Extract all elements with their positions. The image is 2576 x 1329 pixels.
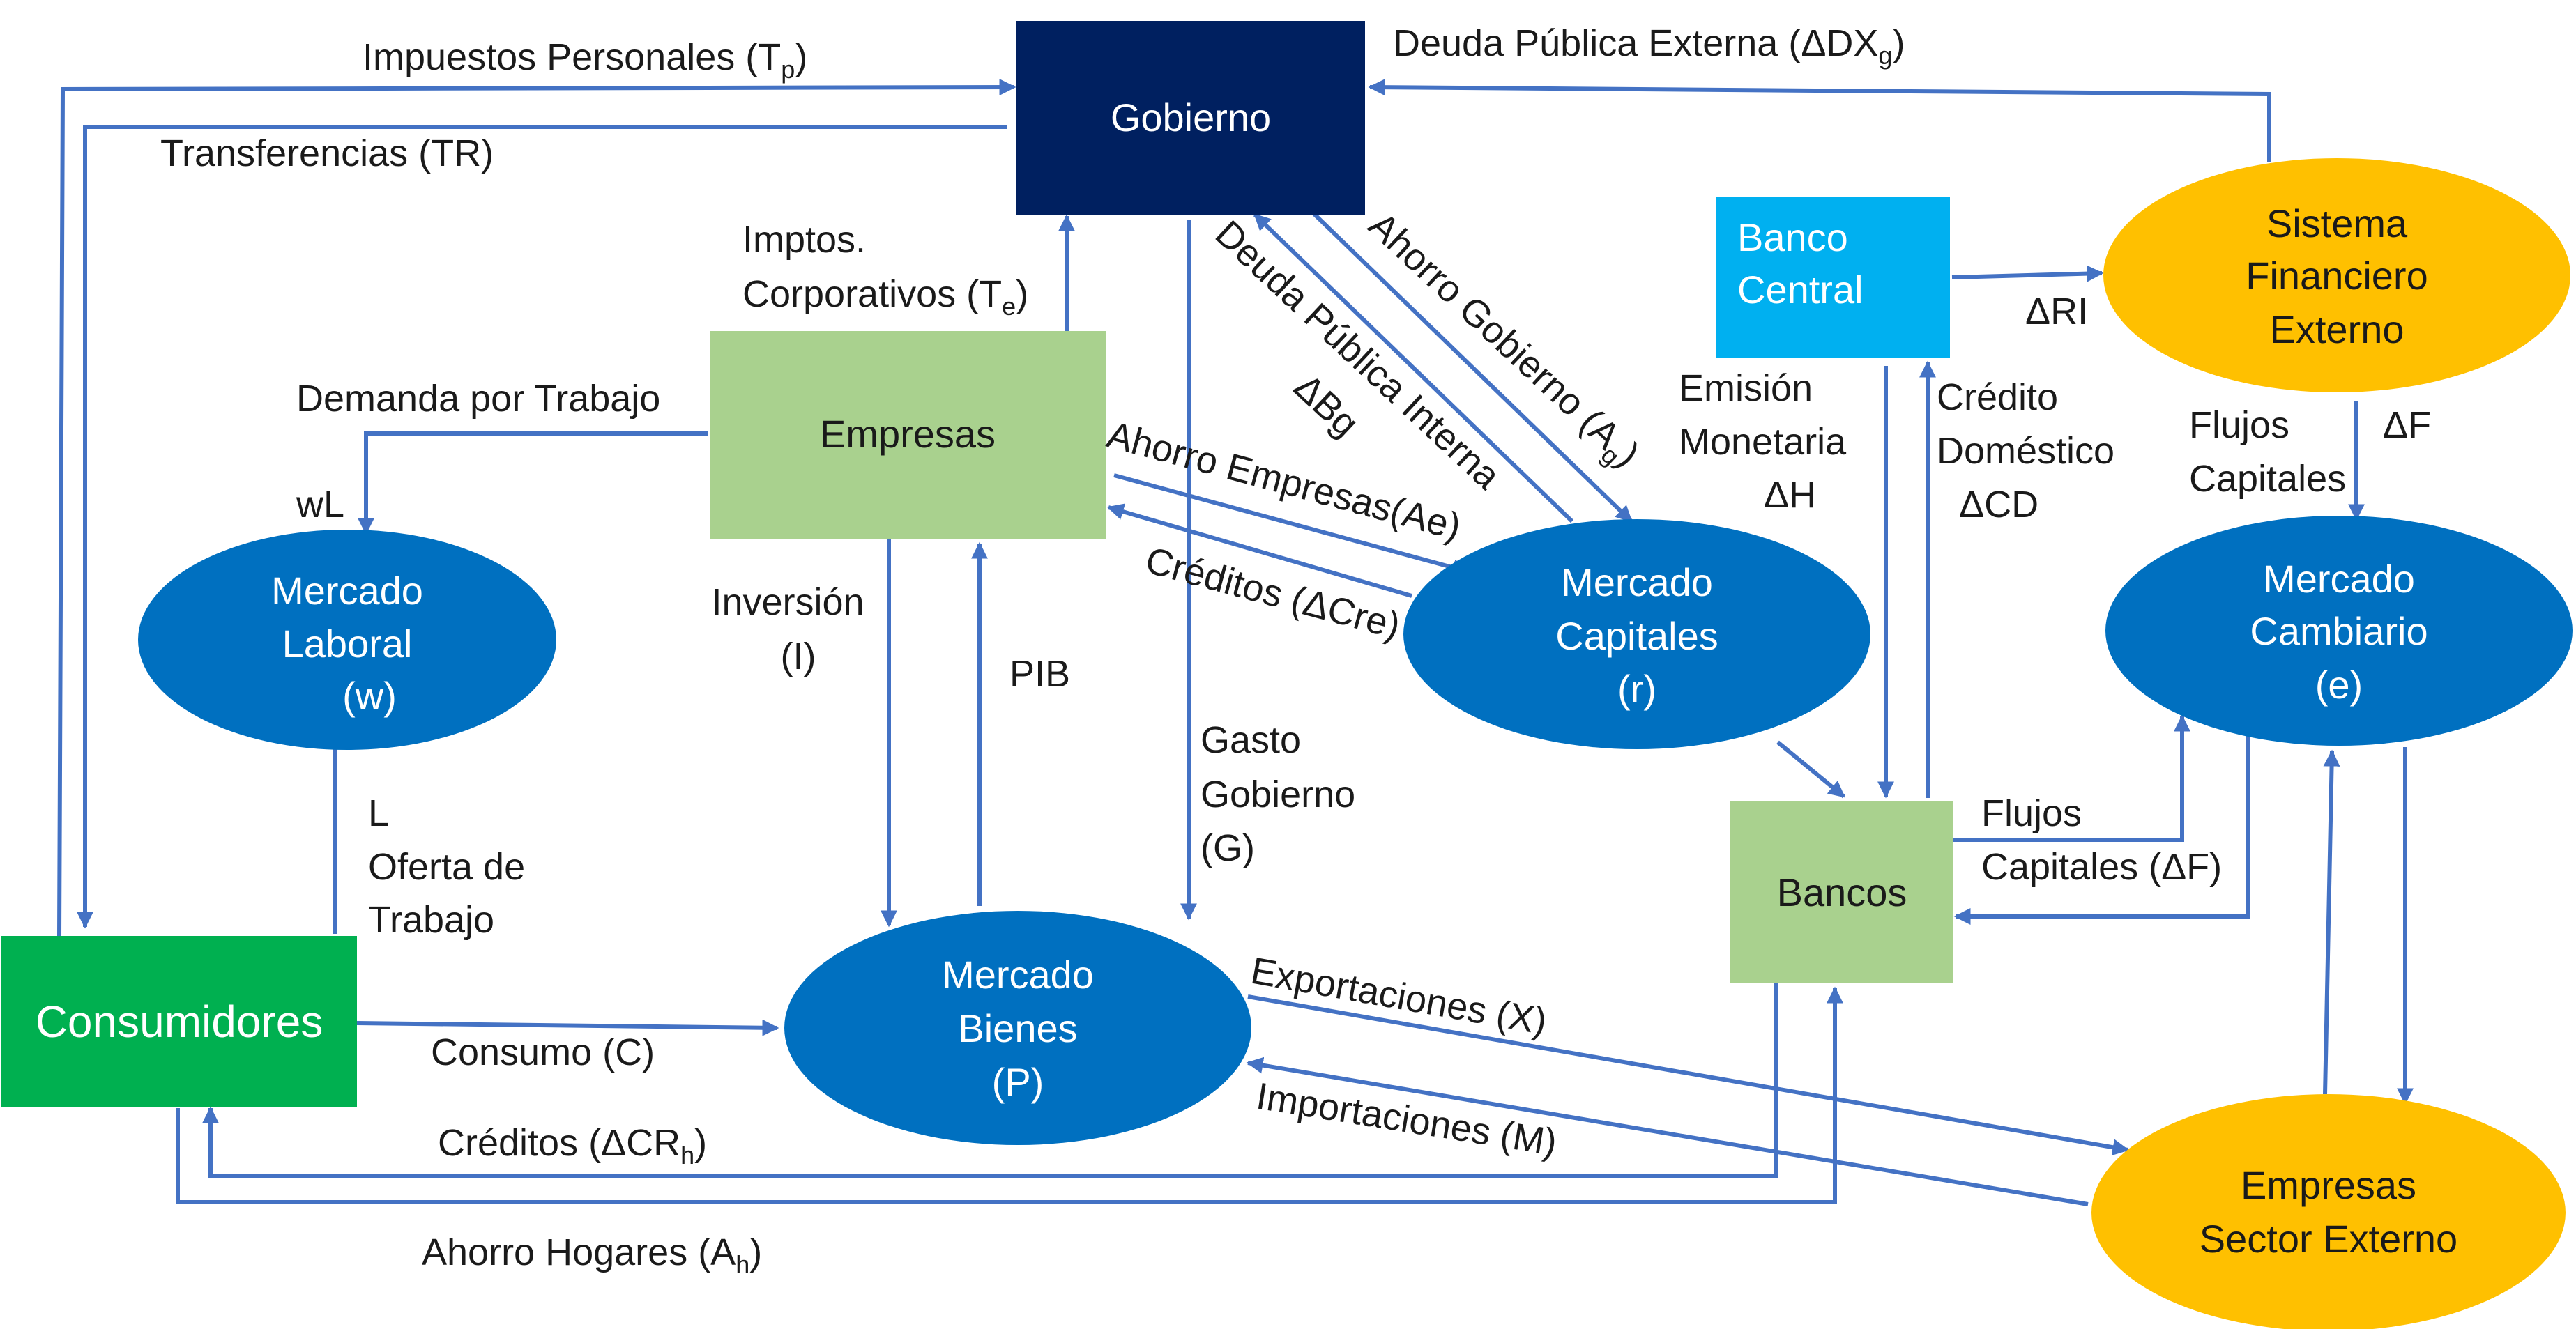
node-mercado-bienes[interactable]: Mercado Bienes (P) [784,911,1251,1145]
node-empresas-label: Empresas [820,412,996,456]
label-emision-monetaria-1: Emisión [1679,367,1813,409]
node-mercado-cambiario[interactable]: Mercado Cambiario (e) [2105,516,2573,746]
label-impuestos-personales: Impuestos Personales (Tp) [363,36,807,84]
edge-demanda-trabajo [358,431,708,535]
label-flujos-capitales-ext-1: Flujos [2189,404,2289,446]
node-mercado-laboral-label-1: Mercado [271,569,423,613]
edge-ahorro-empresas [1113,473,1470,576]
node-mercado-bienes-label-3: (P) [992,1060,1044,1104]
edge-deuda-interna [1253,213,1574,523]
label-consumo: Consumo (C) [431,1031,655,1073]
edge-capitales-bancos [1776,740,1845,799]
edge-transferencias [77,125,1007,929]
edge-ahorro-gobierno [1291,192,1633,523]
node-mercado-cambiario-label-1: Mercado [2263,557,2415,601]
nodes: Gobierno Empresas Consumidores Banco Cen… [1,21,2573,1329]
node-empresas-externo-label-1: Empresas [2241,1163,2416,1207]
label-imptos-corporativos-1: Imptos. [742,219,866,261]
node-mercado-laboral[interactable]: Mercado Laboral (w) [138,530,556,750]
node-bancos-label: Bancos [1777,870,1907,914]
edge-impuestos-personales [57,79,1016,938]
label-demanda-trabajo: Demanda por Trabajo [296,378,660,420]
label-delta-f: ΔF [2383,404,2431,446]
label-inversion-1: Inversión [711,581,864,623]
node-mercado-laboral-label-2: Laboral [282,622,413,666]
edges [57,79,2414,1206]
node-bancos[interactable]: Bancos [1730,801,1953,983]
node-empresas-sector-externo[interactable]: Empresas Sector Externo [2091,1094,2566,1329]
label-oferta-trabajo-1: L [368,792,389,834]
label-flujos-capitales-ext-2: Capitales [2189,458,2346,500]
node-gobierno-label: Gobierno [1111,95,1271,139]
node-sistema-financiero-label-3: Externo [2270,307,2404,351]
label-inversion-2: (I) [781,636,816,677]
node-empresas-externo-label-2: Sector Externo [2200,1217,2457,1261]
node-banco-central[interactable]: Banco Central [1716,197,1950,358]
edge-cambiario-bancos [1953,735,2250,925]
label-oferta-trabajo-3: Trabajo [368,899,494,941]
label-emision-monetaria-2: Monetaria [1679,421,1847,463]
node-mercado-capitales-label-3: (r) [1617,667,1656,711]
label-credito-domestico-1: Crédito [1937,376,2058,418]
node-mercado-capitales-label-1: Mercado [1561,560,1713,604]
edge-creditos-hogares [202,983,1778,1178]
edge-flujos-capitales-bancos [1952,714,2190,842]
edge-deuda-externa [1368,79,2271,162]
label-transferencias: Transferencias (TR) [160,132,494,174]
label-exportaciones: Exportaciones (X) [1248,950,1550,1043]
node-mercado-bienes-label-1: Mercado [942,953,1094,997]
node-sistema-financiero-label-1: Sistema [2266,201,2408,245]
node-consumidores[interactable]: Consumidores [1,936,357,1107]
label-oferta-trabajo-2: Oferta de [368,846,525,888]
edge-externo-cambiario [2323,749,2340,1095]
edge-consumo [356,1019,779,1036]
label-flujos-capitales-bancos-1: Flujos [1981,792,2082,834]
node-mercado-laboral-label-3: (w) [342,674,397,718]
node-banco-central-label-1: Banco [1737,215,1848,259]
node-consumidores-label: Consumidores [36,997,323,1047]
edge-exportaciones [1247,994,2130,1156]
node-mercado-bienes-label-2: Bienes [958,1006,1077,1050]
label-deuda-externa: Deuda Pública Externa (ΔDXg) [1393,22,1905,70]
label-gasto-gobierno-3: (G) [1201,827,1255,869]
node-sistema-financiero-label-2: Financiero [2246,254,2428,298]
edge-ahorro-hogares [176,986,1843,1204]
edge-delta-ri [1951,265,2104,282]
node-empresas[interactable]: Empresas [710,331,1106,539]
edge-importaciones [1246,1057,2089,1206]
edge-creditos-empresas [1106,503,1412,598]
node-mercado-capitales-label-2: Capitales [1555,614,1718,658]
node-banco-central-label-2: Central [1737,268,1864,312]
label-ahorro-hogares: Ahorro Hogares (Ah) [422,1231,762,1279]
label-credito-domestico-2: Doméstico [1937,430,2114,472]
label-pib: PIB [1009,653,1070,695]
node-mercado-capitales[interactable]: Mercado Capitales (r) [1403,519,1870,749]
label-emision-monetaria-3: ΔH [1764,474,1816,516]
node-sistema-financiero-externo[interactable]: Sistema Financiero Externo [2103,158,2570,392]
node-mercado-cambiario-label-3: (e) [2315,663,2363,707]
label-ahorro-empresas: Ahorro Empresas(Ae) [1103,414,1465,548]
label-ahorro-gobierno: Ahorro Gobierno (Ag) [1357,204,1647,479]
label-wl: wL [296,484,344,525]
label-gasto-gobierno-2: Gobierno [1201,774,1355,815]
label-creditos-hogares: Créditos (ΔCRh) [438,1122,707,1169]
label-delta-ri: ΔRI [2025,291,2088,332]
label-credito-domestico-3: ΔCD [1959,484,2038,525]
node-mercado-cambiario-label-2: Cambiario [2250,609,2428,653]
node-gobierno[interactable]: Gobierno [1016,21,1365,215]
label-gasto-gobierno-1: Gasto [1201,719,1301,761]
label-imptos-corporativos-2: Corporativos (Te) [742,273,1028,321]
label-flujos-capitales-bancos-2: Capitales (ΔF) [1981,846,2222,888]
